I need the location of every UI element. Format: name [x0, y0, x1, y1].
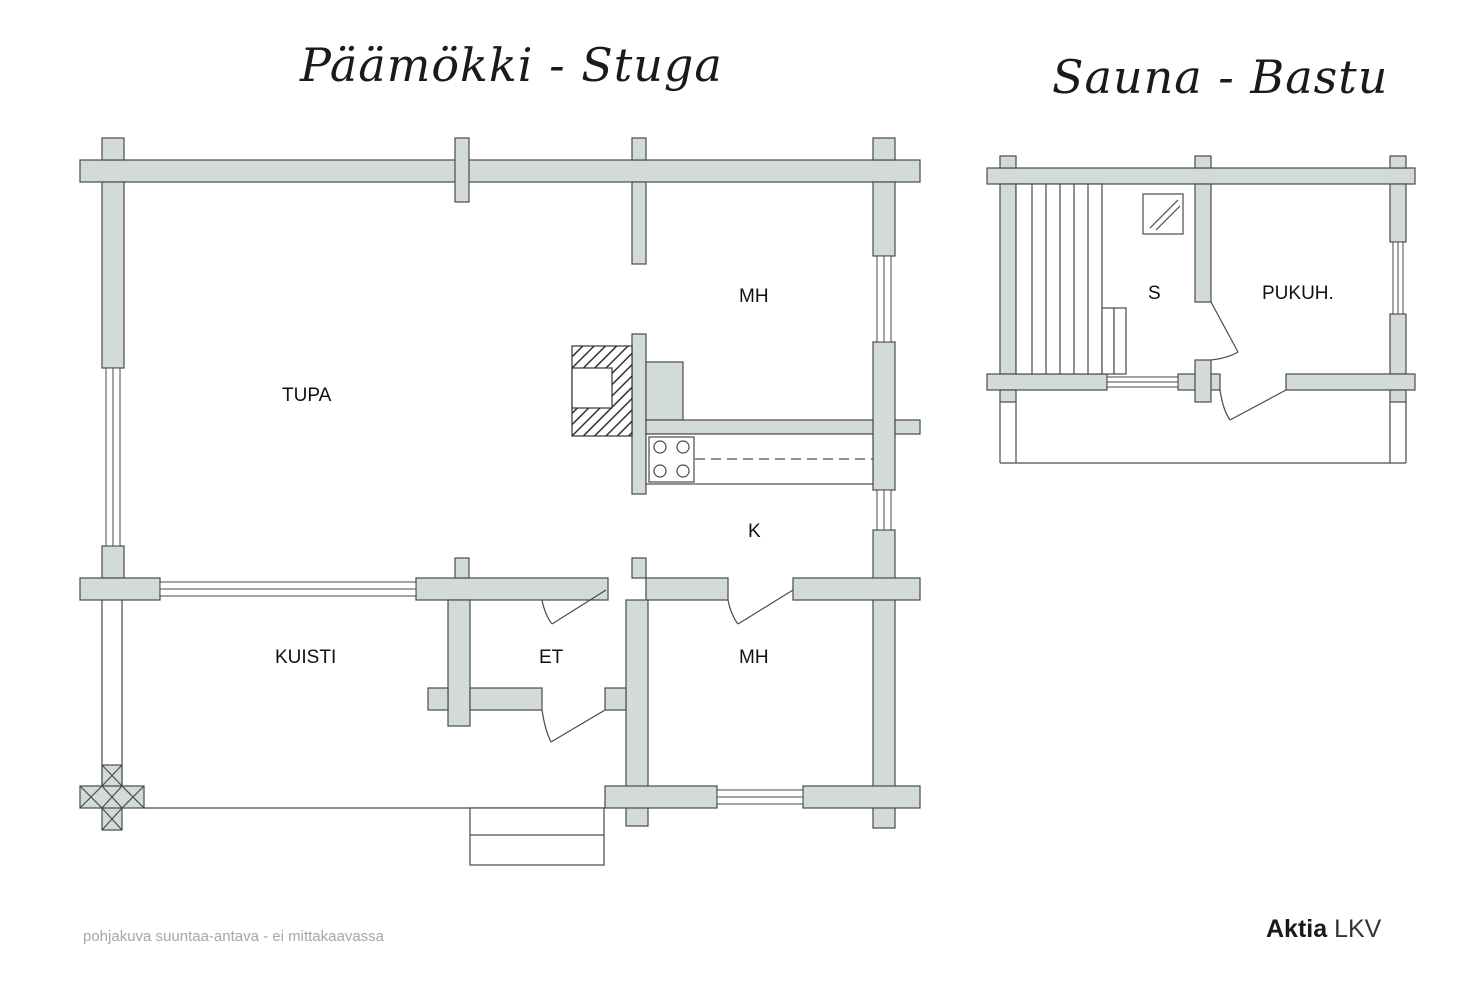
main-cabin-doors: [541, 589, 794, 743]
room-label-mh-top: MH: [739, 286, 769, 307]
room-label-mh-bottom: MH: [739, 647, 769, 668]
main-cabin-title: Päämökki - Stuga: [300, 38, 723, 92]
sauna-windows: [1106, 241, 1404, 388]
disclaimer-note: pohjakuva suuntaa-antava - ei mittakaava…: [83, 928, 385, 945]
sauna-title: Sauna - Bastu: [1052, 50, 1389, 104]
brand-logo: Aktia LKV: [1266, 915, 1381, 944]
main-cabin-walls: [79, 137, 921, 829]
room-label-tupa: TUPA: [282, 385, 332, 406]
brand-name-light: LKV: [1334, 915, 1382, 943]
room-label-k: K: [748, 521, 761, 542]
room-label-kuisti: KUISTI: [275, 647, 336, 668]
room-label-s: S: [1148, 283, 1161, 304]
sauna-benches: [1015, 183, 1127, 375]
sauna-walls: [986, 155, 1416, 403]
porch-outline: [101, 600, 605, 866]
kitchen-counter: [645, 433, 874, 485]
room-label-pukuh: PUKUH.: [1262, 283, 1334, 304]
sauna-stove: [1142, 193, 1184, 235]
porch-corner-post: [79, 764, 145, 831]
main-cabin-windows: [105, 255, 892, 805]
room-label-et: ET: [539, 647, 564, 668]
brand-name-bold: Aktia: [1266, 915, 1328, 943]
sauna-doors: [1210, 301, 1287, 421]
sauna-terrace: [999, 402, 1407, 464]
fireplace: [571, 345, 633, 437]
